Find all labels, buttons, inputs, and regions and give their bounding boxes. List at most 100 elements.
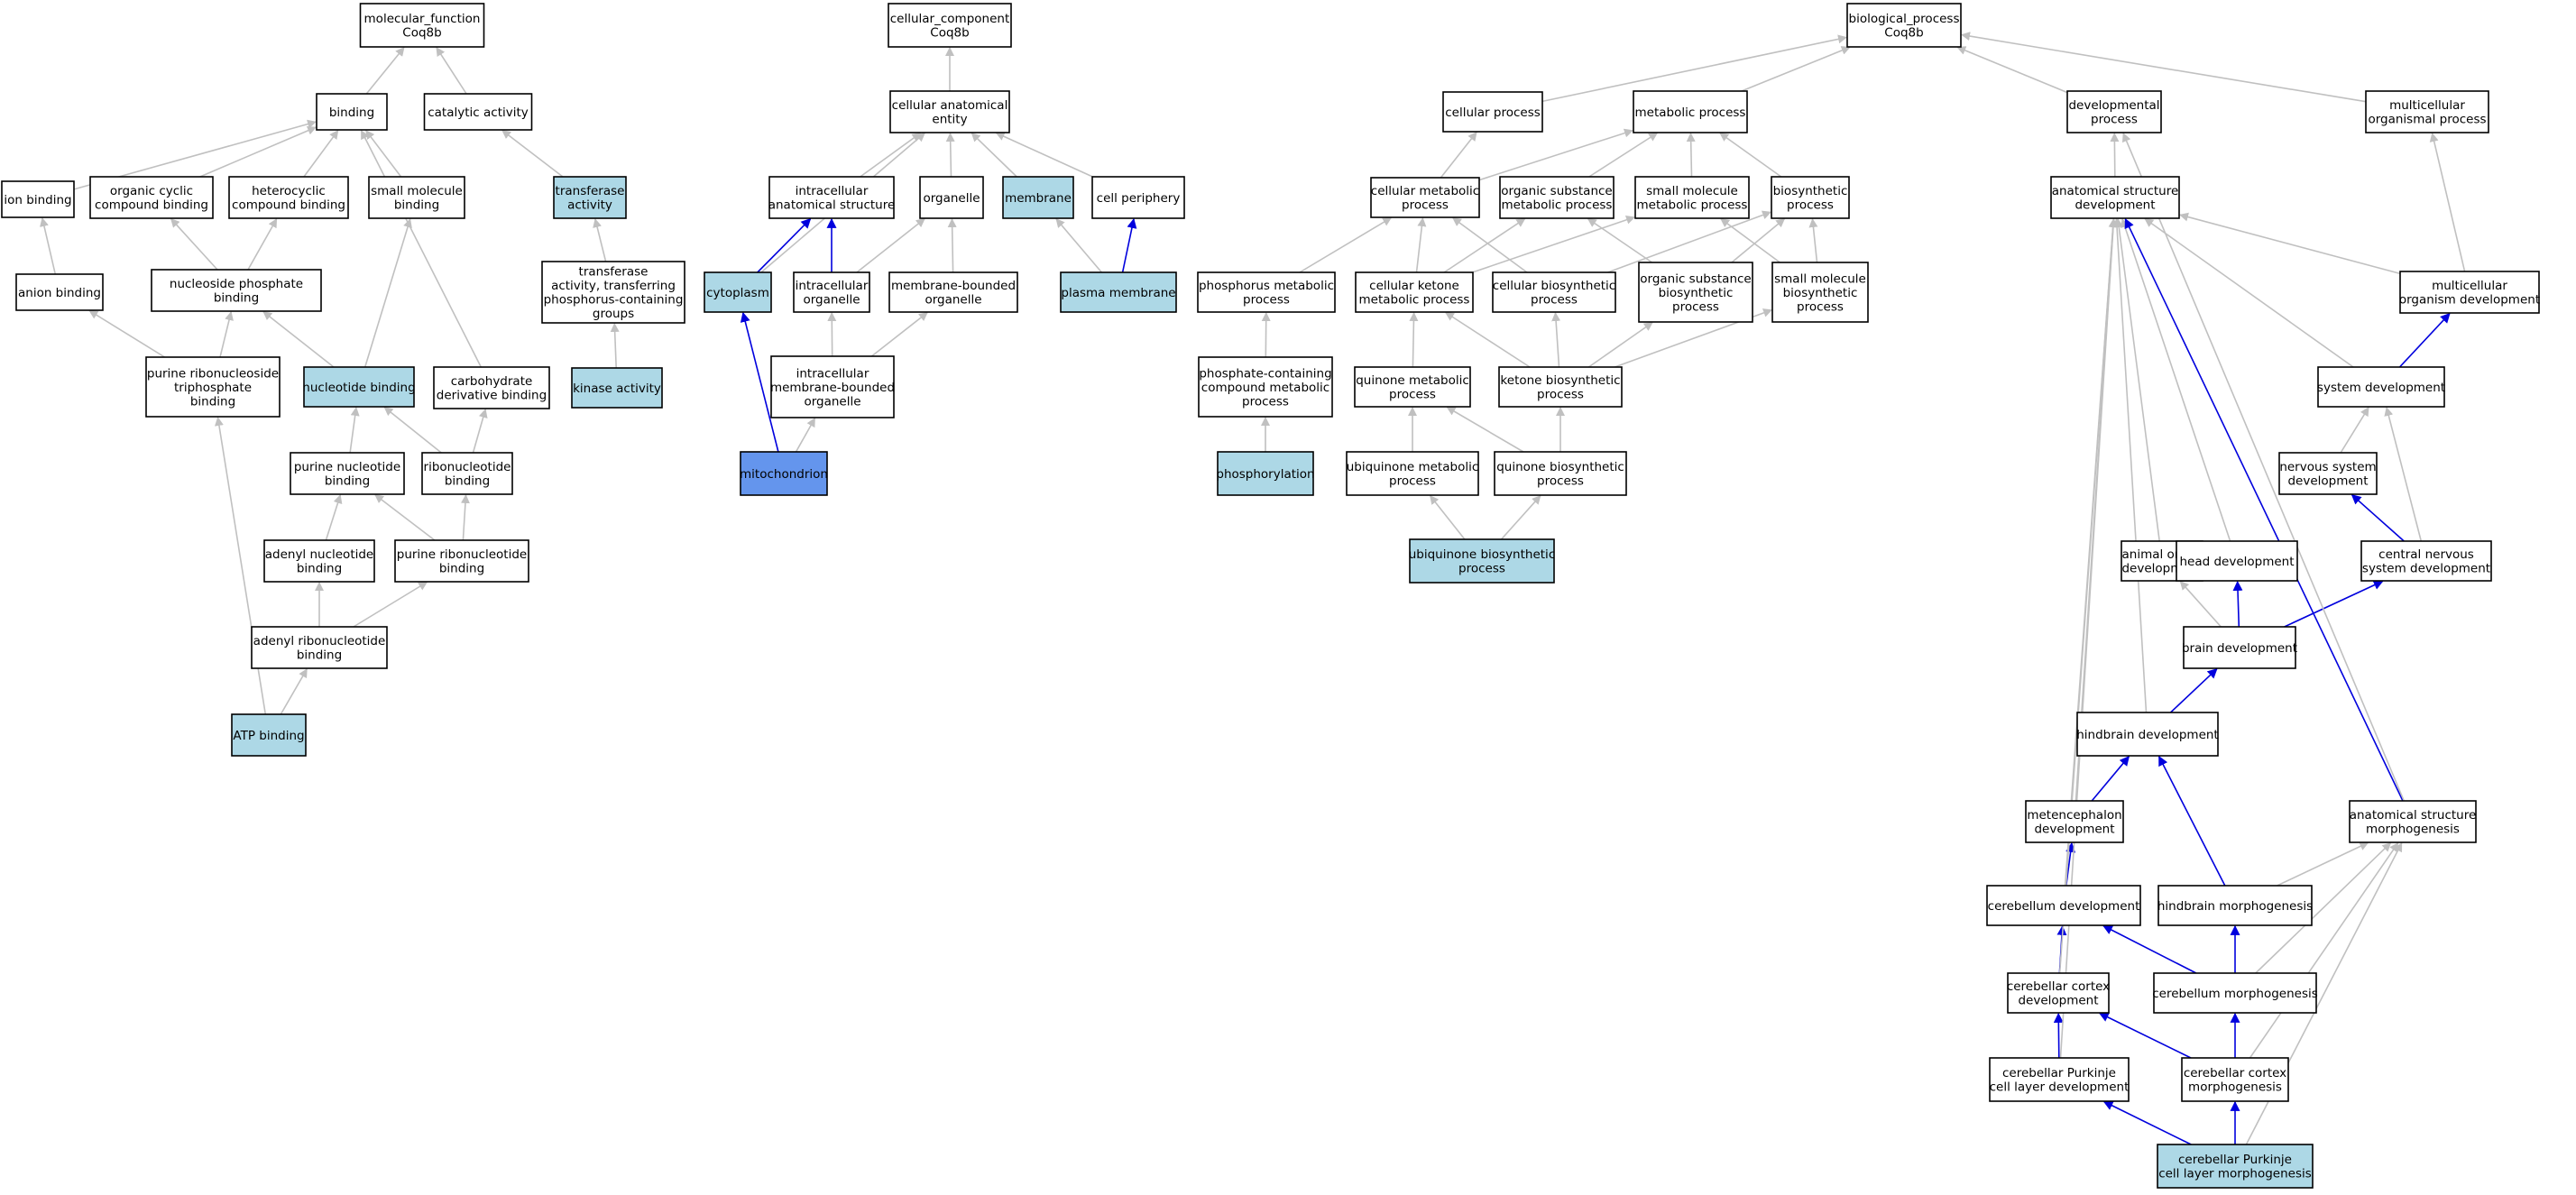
node-box[interactable] (359, 3, 485, 48)
node-box[interactable] (1771, 176, 1850, 219)
node-box[interactable] (2399, 271, 2540, 314)
node-catalytic[interactable]: catalytic activity (423, 93, 533, 131)
node-box[interactable] (1633, 90, 1748, 133)
node-box[interactable] (231, 713, 307, 757)
node-metab[interactable]: metabolic process (1633, 90, 1748, 133)
node-box[interactable] (1499, 176, 1615, 219)
node-box[interactable] (2360, 540, 2492, 582)
node-box[interactable] (889, 90, 1010, 133)
node-box[interactable] (316, 93, 388, 131)
node-box[interactable] (2176, 540, 2298, 582)
node-atp[interactable]: ATP binding (231, 713, 307, 757)
node-box[interactable] (2181, 1057, 2289, 1102)
node-headdev[interactable]: head development (2176, 540, 2298, 582)
node-box[interactable] (1846, 3, 1962, 48)
node-box[interactable] (151, 269, 322, 312)
node-mito[interactable]: mitochondrion (740, 451, 828, 496)
node-box[interactable] (2025, 800, 2124, 843)
node-box[interactable] (1492, 271, 1616, 313)
node-box[interactable] (2183, 626, 2296, 669)
node-box[interactable] (1409, 538, 1555, 584)
node-box[interactable] (1989, 1057, 2130, 1102)
node-box[interactable] (1, 180, 75, 218)
node-box[interactable] (2066, 90, 2162, 133)
node-box[interactable] (1091, 176, 1185, 219)
node-box[interactable] (1346, 451, 1479, 496)
node-box[interactable] (1370, 177, 1480, 218)
node-box[interactable] (421, 452, 513, 495)
node-box[interactable] (1442, 91, 1543, 133)
node-box[interactable] (1002, 176, 1074, 219)
node-box[interactable] (1498, 366, 1623, 408)
node-box[interactable] (251, 626, 388, 669)
node-box[interactable] (541, 261, 685, 324)
node-cbdev[interactable]: cerebellum development (1986, 885, 2141, 926)
node-membrane[interactable]: membrane (1002, 176, 1074, 219)
node-box[interactable] (2365, 90, 2489, 133)
node-phosph[interactable]: phosphorylation (1216, 451, 1315, 496)
node-box[interactable] (571, 367, 663, 409)
node-box[interactable] (433, 366, 550, 409)
node-box[interactable] (1354, 366, 1471, 408)
node-plasma[interactable]: plasma membrane (1060, 271, 1177, 313)
node-box[interactable] (1494, 451, 1627, 496)
node-box[interactable] (768, 176, 895, 219)
node-box[interactable] (793, 271, 870, 313)
node-box[interactable] (2153, 972, 2317, 1014)
node-box[interactable] (1986, 885, 2141, 926)
node-kinase[interactable]: kinase activity (571, 367, 663, 409)
node-box[interactable] (2349, 800, 2477, 843)
node-box[interactable] (1198, 356, 1333, 418)
node-box[interactable] (2007, 972, 2110, 1014)
node-cytoplasm[interactable]: cytoplasm (704, 271, 772, 313)
node-box[interactable] (2050, 176, 2180, 219)
node-box[interactable] (394, 539, 529, 583)
node-box[interactable] (2157, 1144, 2314, 1189)
node-nucbind[interactable]: nucleotide binding (302, 366, 416, 408)
node-box[interactable] (2317, 366, 2445, 408)
node-box[interactable] (1197, 271, 1336, 313)
node-box[interactable] (15, 273, 104, 311)
node-box[interactable] (704, 271, 772, 313)
node-box[interactable] (290, 452, 405, 495)
node-box[interactable] (888, 3, 1012, 48)
node-box[interactable] (740, 451, 828, 496)
node-box[interactable] (89, 176, 214, 219)
node-anion[interactable]: anion binding (15, 273, 104, 311)
